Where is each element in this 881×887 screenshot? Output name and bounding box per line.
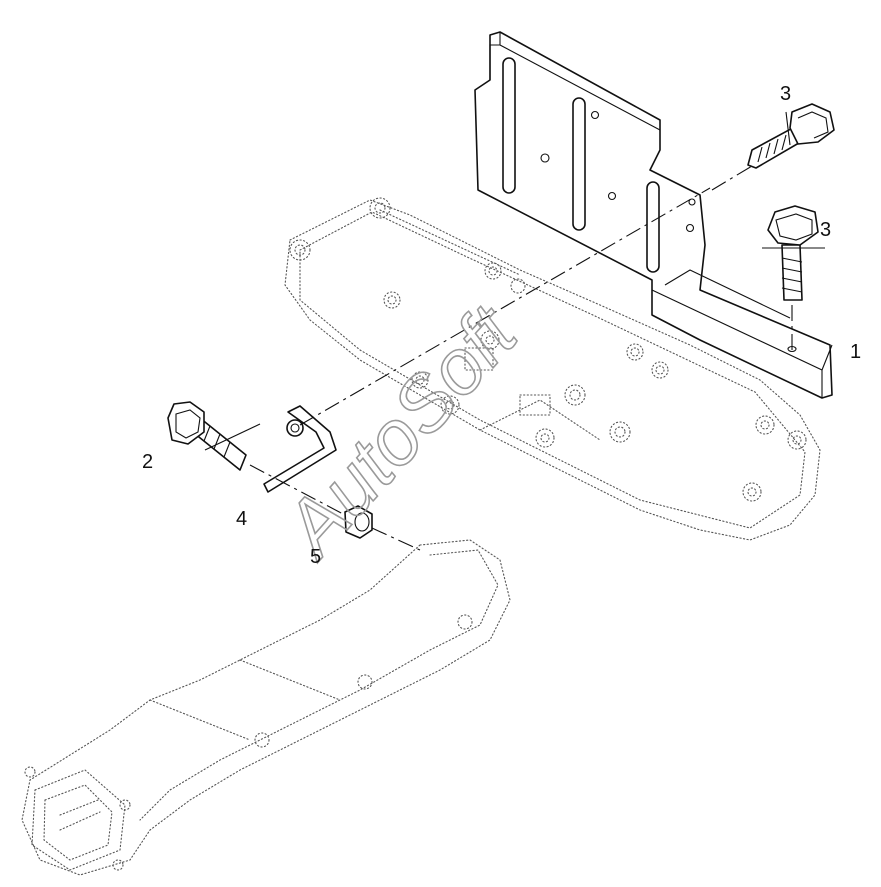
part-1-mounting-bracket (474, 31, 833, 399)
callout-2: 2 (142, 451, 153, 473)
exhaust-tube-outline (21, 539, 511, 876)
watermark-text: AutoSoft (265, 288, 536, 575)
part-3-flange-bolt-lower (762, 205, 825, 301)
exhaust-manifold-outline (284, 197, 821, 541)
callout-5: 5 (310, 546, 321, 568)
part-2-flange-bolt (167, 401, 261, 471)
callout-4: 4 (236, 508, 247, 530)
callout-3-lower: 3 (820, 219, 831, 241)
callout-3-upper: 3 (780, 83, 791, 105)
part-3-flange-bolt-upper (747, 103, 835, 169)
callout-1: 1 (850, 341, 861, 363)
assembly-center-lines (249, 165, 793, 551)
part-5-nut (344, 505, 373, 539)
part-4-angle-bracket (263, 405, 337, 493)
